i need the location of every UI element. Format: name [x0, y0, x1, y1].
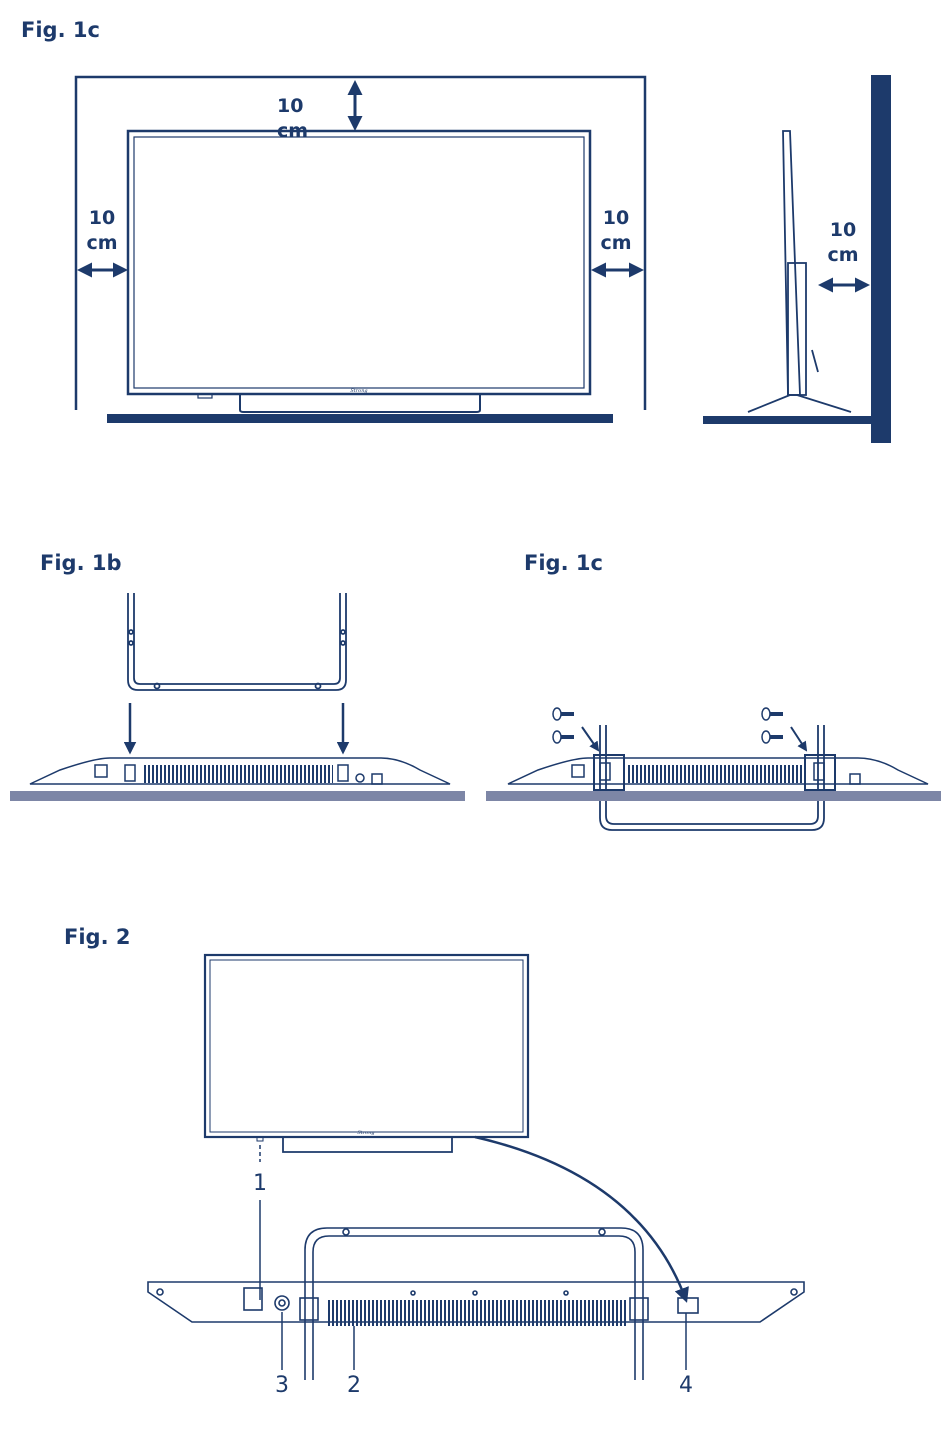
callout-3: 3 — [267, 1373, 297, 1398]
callout-2: 2 — [339, 1373, 369, 1398]
tv-front-fig2 — [205, 955, 528, 1152]
zoom-arrow — [475, 1137, 686, 1300]
vent-grille-fig2 — [326, 1300, 626, 1326]
callout-4: 4 — [671, 1373, 701, 1398]
callout-1: 1 — [245, 1171, 275, 1196]
brand-logo-fig2: Strong — [357, 1130, 374, 1136]
